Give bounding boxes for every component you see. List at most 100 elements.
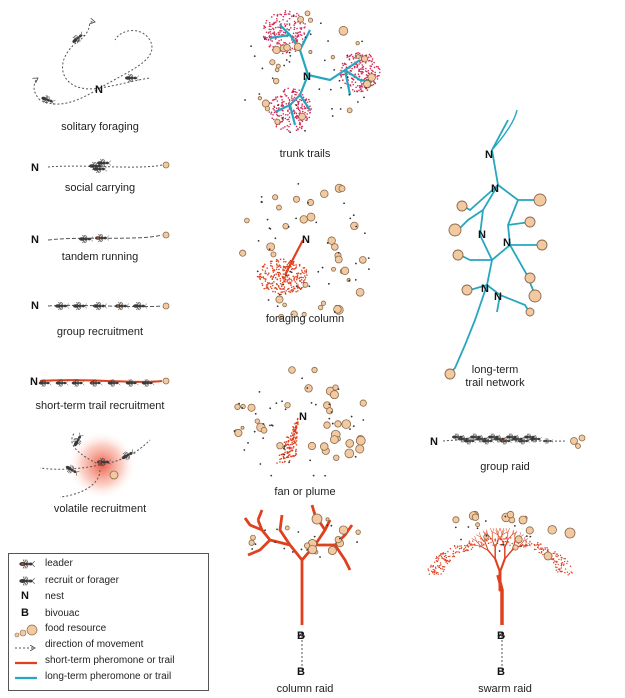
bivouac-marker: B	[297, 630, 305, 642]
pheromone-dots	[262, 10, 381, 132]
label-group-recruitment: group recruitment	[56, 326, 144, 338]
leader-ant	[97, 457, 112, 467]
food-resource	[162, 377, 170, 385]
legend-direction: direction of movement	[45, 639, 144, 650]
nest-marker: N	[30, 376, 38, 388]
forager-dots	[256, 258, 308, 296]
forager-ant	[72, 432, 84, 447]
nest-marker: N	[478, 229, 486, 241]
forager-ant	[73, 301, 88, 311]
forager-ant	[65, 464, 80, 476]
forager-ant	[93, 164, 108, 174]
forager-ant	[125, 379, 139, 387]
leader-ant	[89, 379, 103, 387]
legend-food: food resource	[45, 623, 107, 634]
legend: N B leader recruit or forager nest bivou…	[8, 553, 209, 691]
legend-leader: leader	[45, 558, 73, 569]
forager-ant	[488, 433, 501, 441]
long-term-network-panel: N N N N N N	[444, 109, 548, 380]
nest-marker: N	[31, 300, 39, 312]
tandem-running-panel: N	[31, 231, 170, 246]
forager-ant	[93, 301, 108, 311]
label-volatile-recruitment: volatile recruitment	[53, 503, 147, 515]
forager-ant	[55, 379, 69, 387]
forager-ant	[125, 73, 140, 83]
legend-food-medium	[19, 629, 27, 637]
legend-recruit: recruit or forager	[45, 575, 119, 586]
forager-ant	[55, 301, 70, 311]
label-long-term-line1: long-term	[471, 364, 519, 376]
nest-marker: N	[481, 283, 489, 295]
label-group-raid: group raid	[480, 461, 530, 473]
forager-dots	[276, 417, 299, 464]
legend-ant-icons	[19, 559, 35, 586]
label-foraging-column: foraging column	[265, 313, 345, 325]
food-resource	[162, 231, 170, 239]
label-swarm-raid: swarm raid	[478, 683, 532, 695]
forager-ant	[133, 301, 148, 311]
leader-ant	[95, 233, 110, 243]
solitary-foraging-panel: N	[34, 22, 153, 105]
forager-ant	[38, 379, 52, 387]
nest-marker: N	[302, 234, 310, 246]
forager-ant	[97, 158, 112, 168]
nest-marker: N	[430, 436, 438, 448]
label-long-term-trail-network: long-term trail network	[450, 364, 540, 390]
legend-nest: nest	[45, 591, 64, 602]
label-tandem-running: tandem running	[61, 251, 139, 263]
group-recruitment-panel: N	[31, 300, 170, 312]
leader-ant	[115, 301, 130, 311]
label-trunk-trails: trunk trails	[279, 148, 331, 160]
forager-ant	[71, 379, 85, 387]
forager-ant	[107, 379, 121, 387]
label-fan-or-plume: fan or plume	[274, 486, 336, 498]
forager-ant	[141, 379, 155, 387]
label-solitary-foraging: solitary foraging	[61, 121, 139, 133]
legend-bivouac: bivouac	[45, 608, 80, 619]
food-resource-scatter	[234, 10, 576, 561]
forager-ant	[121, 449, 136, 461]
group-raid-panel: N	[430, 434, 586, 449]
nest-marker: N	[503, 237, 511, 249]
bivouac-marker: B	[297, 666, 305, 678]
legend-nest-symbol: N	[21, 590, 29, 602]
nest-marker: N	[31, 162, 39, 174]
column-raid-panel: B B	[243, 504, 354, 678]
small-resource-dots	[233, 15, 532, 558]
bivouac-marker: B	[497, 630, 505, 642]
legend-short-term: short-term pheromone or trail	[45, 655, 175, 666]
nest-marker: N	[31, 234, 39, 246]
label-social-carrying: social carrying	[64, 182, 136, 194]
nest-marker: N	[494, 291, 502, 303]
nest-marker: N	[299, 411, 307, 423]
nest-marker: N	[485, 149, 493, 161]
volatile-recruitment-panel	[39, 431, 151, 499]
label-long-term-line2: trail network	[465, 377, 525, 389]
food-resource	[162, 302, 170, 310]
trunk-trails-panel: N	[262, 10, 381, 132]
leader-ant	[500, 437, 513, 445]
nest-marker: N	[303, 71, 311, 83]
fan-panel: N	[276, 411, 307, 464]
food-resource	[162, 161, 170, 169]
forager-ant	[79, 234, 94, 244]
ant-figures	[38, 31, 554, 476]
nest-marker: N	[491, 183, 499, 195]
forager-ant	[41, 95, 56, 105]
forager-ant	[72, 31, 85, 44]
bivouac-marker: B	[497, 666, 505, 678]
legend-food-small	[14, 632, 20, 638]
swarm-front	[427, 528, 573, 592]
swarm-raid-panel: B B	[427, 528, 573, 678]
foraging-column-panel: N	[256, 234, 310, 296]
food-resource	[109, 470, 119, 480]
social-carrying-panel: N	[31, 161, 170, 174]
label-column-raid: column raid	[276, 683, 334, 695]
legend-symbols: N B	[14, 559, 38, 680]
forager-ant	[19, 576, 35, 586]
nest-marker: N	[95, 84, 103, 96]
legend-food-large	[26, 624, 38, 636]
legend-bivouac-symbol: B	[21, 607, 29, 619]
leader-ant	[19, 559, 35, 569]
